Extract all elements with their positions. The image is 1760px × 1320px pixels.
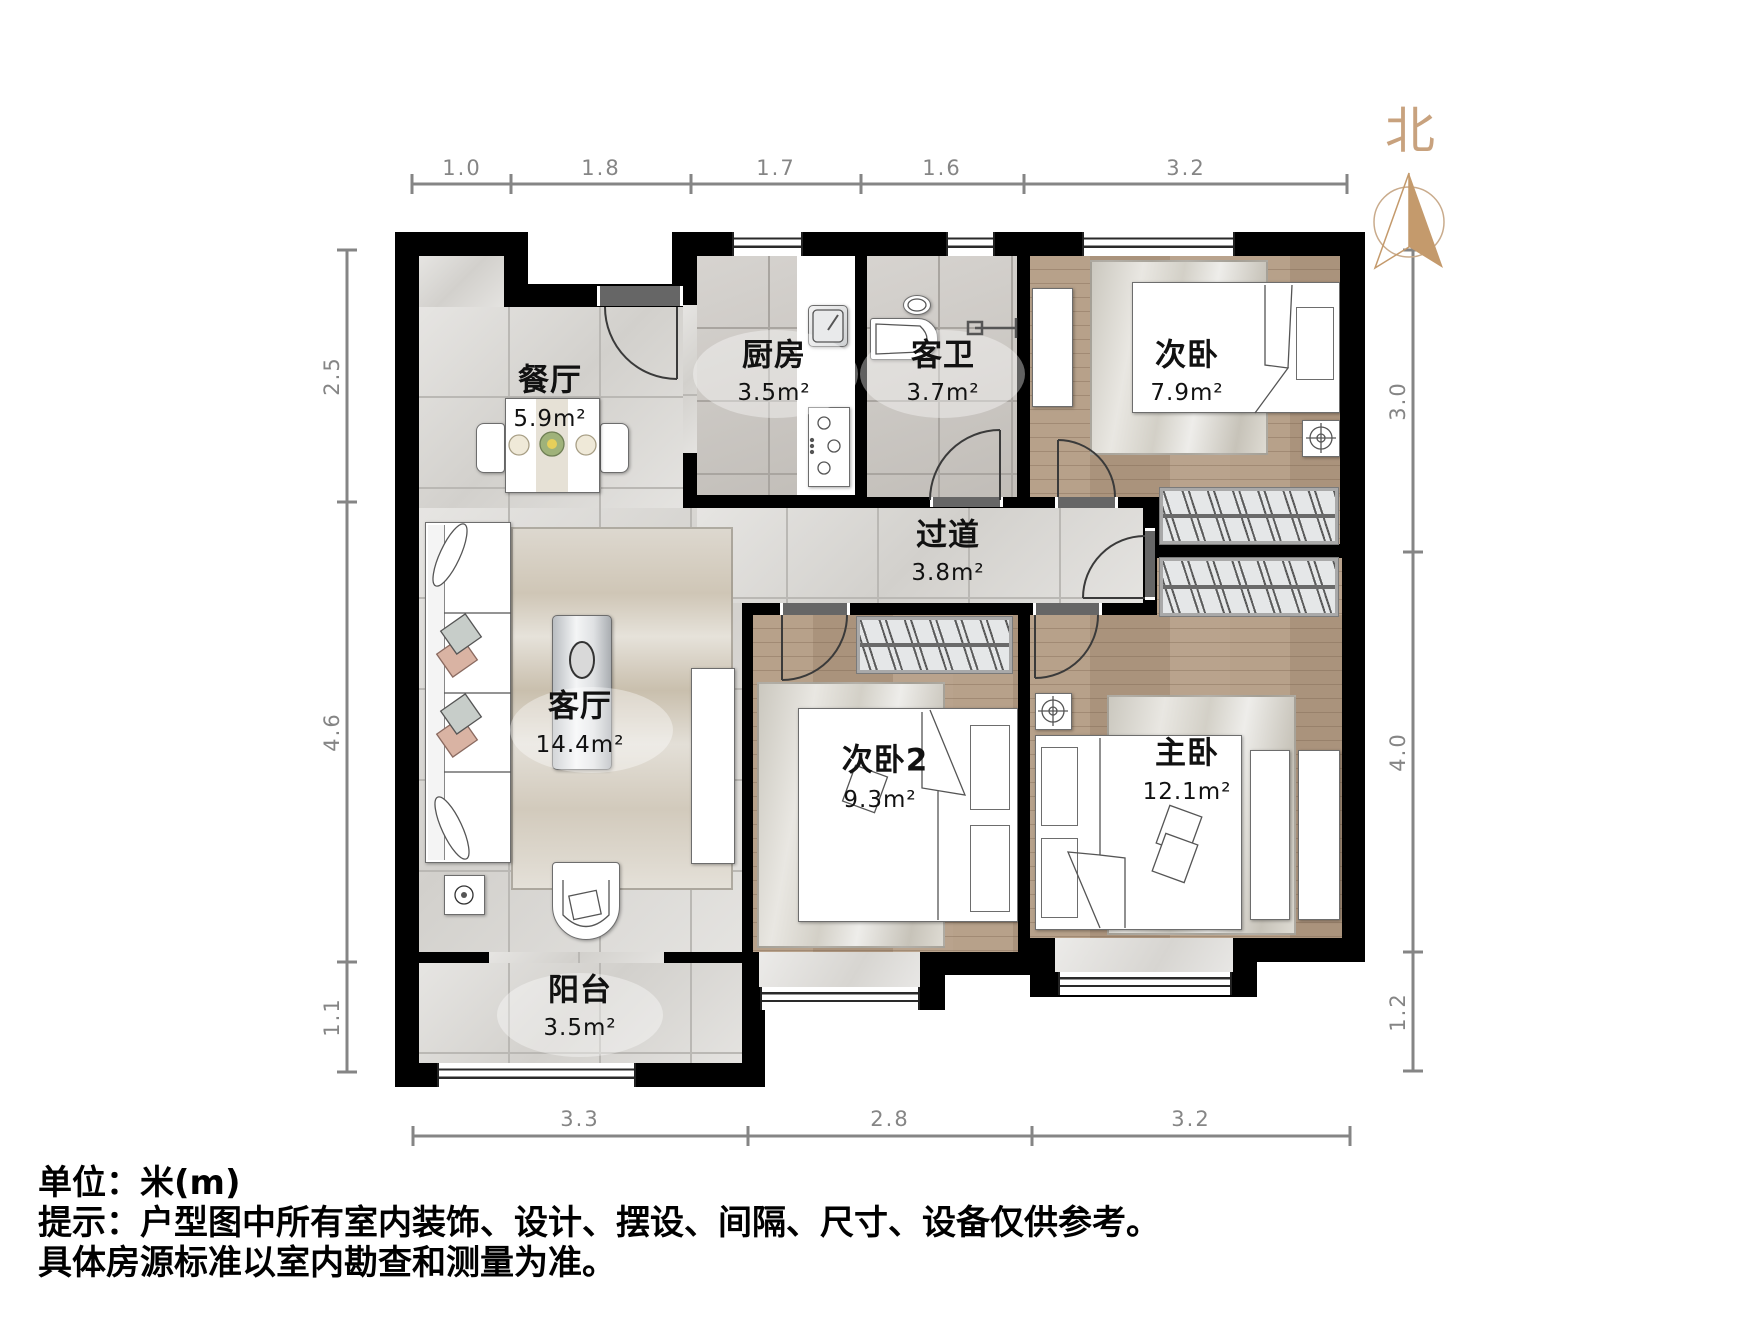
dim-right-1: 3.0 <box>1386 381 1410 421</box>
guest-bath-area: 3.7m² <box>906 380 980 406</box>
master-door-frame <box>1033 603 1102 615</box>
bedroom2-pillow-top <box>970 725 1010 810</box>
master-cabinet-right <box>1298 750 1340 920</box>
dim-top-1: 1.0 <box>442 156 482 180</box>
dim-top-2: 1.8 <box>581 156 621 180</box>
master-pillow-top <box>1041 747 1078 826</box>
master-bedroom-name: 主卧 <box>1155 735 1219 772</box>
second-bedroom-cabinet <box>1032 288 1073 407</box>
dim-bottom-3: 3.2 <box>1171 1107 1211 1131</box>
master-bedroom-area: 12.1m² <box>1142 779 1232 805</box>
balcony-window <box>437 1063 636 1087</box>
tv-cabinet <box>691 668 735 864</box>
second-bedroom-name: 次卧 <box>1155 337 1219 374</box>
dim-bottom-2: 2.8 <box>870 1107 910 1131</box>
bedroom2-window <box>760 987 920 1010</box>
kitchen-label-backdrop <box>693 330 858 418</box>
side-table <box>444 875 485 915</box>
second-bedroom-2-name: 次卧2 <box>841 742 929 779</box>
second-bedroom-pillow <box>1296 307 1334 380</box>
balcony-name: 阳台 <box>548 972 612 1009</box>
entry-door-frame <box>597 286 683 306</box>
hallway-floor <box>697 508 1143 603</box>
balcony-opening-floor <box>489 952 664 963</box>
kitchen-window <box>732 232 803 256</box>
armchair <box>552 862 620 940</box>
kitchen-name: 厨房 <box>742 337 806 374</box>
living-label-backdrop <box>510 687 673 773</box>
bedroom2-wardrobe <box>856 616 1013 674</box>
second-bedroom-window <box>1082 232 1235 256</box>
hallway-name: 过道 <box>916 517 980 554</box>
dining-room-area: 5.9m² <box>513 406 587 432</box>
bathroom-door-frame <box>930 497 1003 507</box>
living-room-name: 客厅 <box>548 688 612 725</box>
bay-window-sill-bedroom2 <box>759 952 920 987</box>
coffee-table <box>552 615 612 770</box>
disclaimer-note: 提示：户型图中所有室内装饰、设计、摆设、间隔、尺寸、设备仅供参考。 <box>38 1203 1160 1243</box>
dim-left-1: 2.5 <box>320 356 344 396</box>
dim-bottom-1: 3.3 <box>560 1107 600 1131</box>
unit-note: 单位：米(m) <box>38 1163 241 1203</box>
second-bedroom-door-frame <box>1055 497 1118 508</box>
dim-left-2: 4.6 <box>320 712 344 752</box>
kitchen-stove <box>808 407 850 487</box>
master-nightstand <box>1035 693 1072 730</box>
sofa-back <box>428 525 445 860</box>
hallway-end-door-frame <box>1145 528 1155 600</box>
dim-left-3: 1.1 <box>320 997 344 1037</box>
dim-top-5: 3.2 <box>1166 156 1206 180</box>
dim-right-3: 1.2 <box>1386 992 1410 1032</box>
second-bedroom-area: 7.9m² <box>1150 380 1224 406</box>
dining-room-name: 餐厅 <box>518 362 582 399</box>
dim-right-2: 4.0 <box>1386 732 1410 772</box>
balcony-floor <box>419 963 742 1063</box>
kitchen-area: 3.5m² <box>737 380 811 406</box>
bay-window-sill-master <box>1055 938 1233 972</box>
dim-top-4: 1.6 <box>922 156 962 180</box>
dining-chair-right <box>600 423 629 473</box>
master-cabinet-left <box>1250 750 1290 920</box>
living-room-area: 14.4m² <box>535 732 625 758</box>
guest-bath-name: 客卫 <box>911 337 975 374</box>
wash-basin <box>903 295 931 315</box>
master-wardrobe <box>1159 557 1339 617</box>
hallway-area: 3.8m² <box>911 560 985 586</box>
second-bedroom-2-area: 9.3m² <box>843 787 917 813</box>
bedroom2-pillow-bottom <box>970 825 1010 912</box>
balcony-area: 3.5m² <box>543 1015 617 1041</box>
second-bedroom-wardrobe <box>1159 487 1339 545</box>
master-window <box>1058 972 1232 995</box>
dim-top-3: 1.7 <box>756 156 796 180</box>
dining-floor-notch <box>419 256 504 307</box>
north-label: 北 <box>1385 102 1435 160</box>
balcony-label-backdrop <box>497 973 663 1057</box>
kitchen-opening-floor <box>683 305 697 453</box>
bedroom2-door-frame <box>780 603 850 615</box>
bathroom-window <box>946 232 995 256</box>
standard-note: 具体房源标准以室内勘查和测量为准。 <box>38 1243 616 1283</box>
second-bedroom-nightstand <box>1302 420 1340 457</box>
master-pillow-bottom <box>1041 838 1078 918</box>
dining-chair-left <box>476 423 505 473</box>
